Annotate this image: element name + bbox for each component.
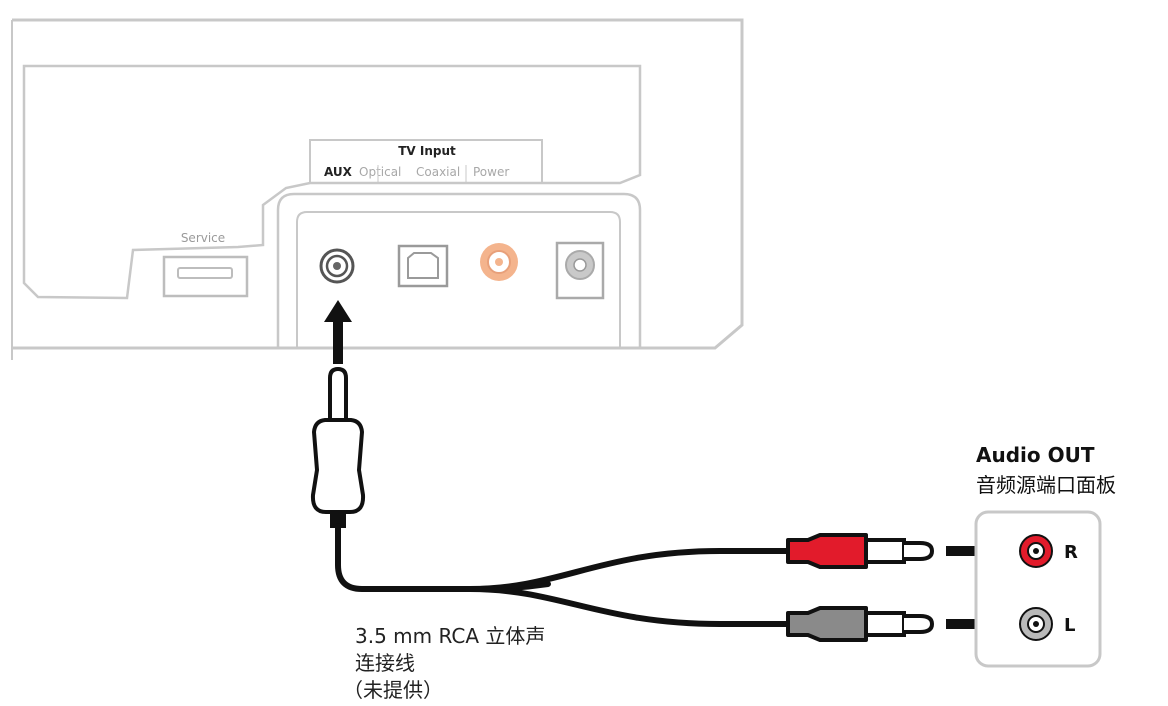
coaxial-jack [480,243,518,281]
rca-plug-red [786,533,935,569]
port-panel-inner [296,211,621,348]
service-usb-port [162,255,249,298]
power-jack [555,241,605,300]
rca-jack-gray [1019,607,1053,641]
aux-plug-body [310,418,366,514]
port-label-coaxial: Coaxial [416,165,460,179]
rca-plug-gray [786,606,935,642]
cable-main [335,523,551,592]
arrow-up-icon [324,300,352,364]
housing-outline [12,18,744,350]
tv-input-label: TV Input [398,144,456,158]
cable-caption-line2: 连接线 [355,651,415,675]
port-panel-outer [276,192,642,348]
cable-branch-r [469,548,788,592]
aux-plug-3-5mm [310,367,366,528]
cable-caption: 3.5 mm RCA 立体声 连接线 （未提供） [343,624,545,702]
audio-out-subtitle: 音频源端口面板 [976,473,1116,497]
audio-out-panel: Audio OUT 音频源端口面板 R L [974,443,1116,668]
y-cable [335,523,788,627]
soundbar-back-housing [11,18,744,360]
port-label-aux: AUX [324,165,353,179]
audio-out-panel-frame [974,510,1102,668]
aux-plug-strain-relief [330,512,346,528]
tv-input-tab-outline [309,139,543,183]
service-port-group: Service [162,231,249,298]
cable-branch-l [469,586,788,627]
tv-input-label-tab: TV Input AUX Optical Coaxial Power [309,139,543,183]
port-label-optical: Optical [359,165,401,179]
rca-jack-red [1019,534,1053,568]
optical-jack [397,244,449,288]
cable-caption-line1: 3.5 mm RCA 立体声 [355,624,545,648]
input-port-panel [276,192,642,348]
channel-label-l: L [1064,615,1075,636]
inner-recess-outline [22,64,642,300]
port-label-power: Power [473,165,509,179]
aux-plug-tip [328,367,348,418]
service-label: Service [181,231,225,245]
cable-caption-line3: （未提供） [343,678,443,702]
service-usb-slot [177,267,233,279]
aux-jack [319,248,355,284]
audio-out-title: Audio OUT [976,443,1095,467]
channel-label-r: R [1064,542,1078,563]
